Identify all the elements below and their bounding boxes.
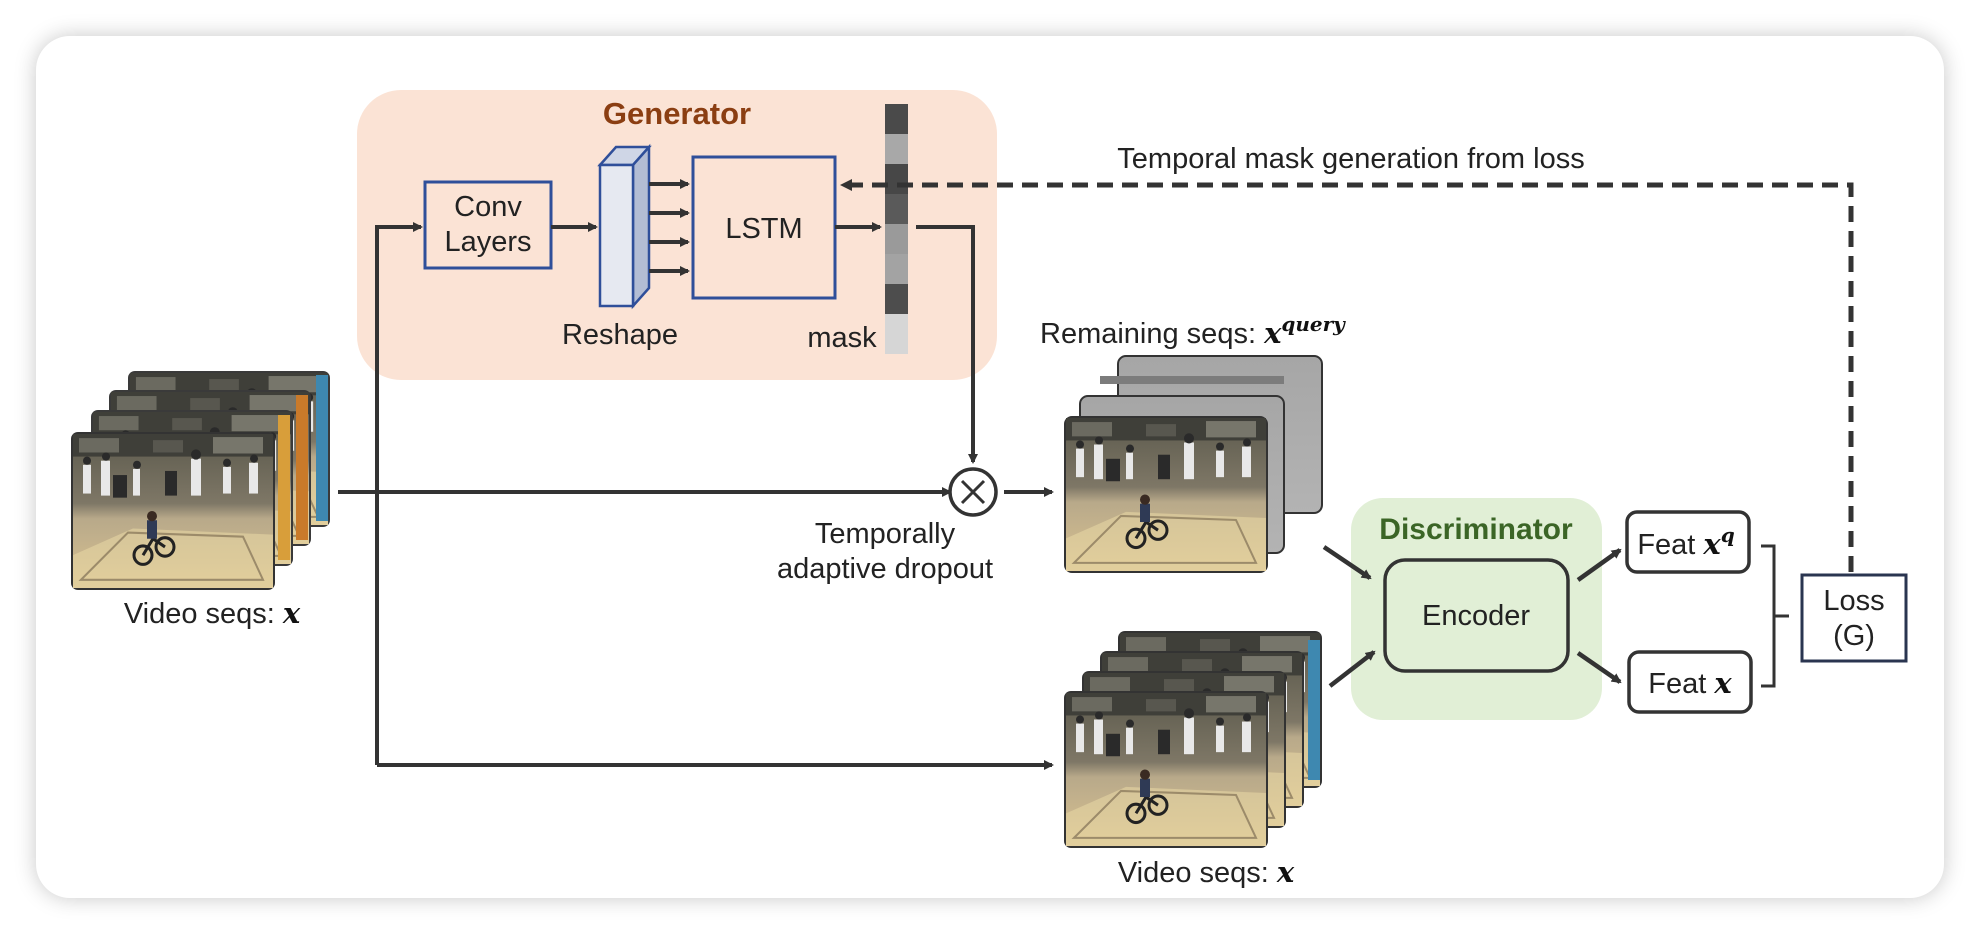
- feat-xq-label: Feat xq: [1637, 523, 1734, 561]
- encoder-label: Encoder: [1422, 600, 1530, 632]
- conv-label: Conv: [454, 191, 522, 223]
- video-input-caption: Video seqs: x: [124, 596, 301, 630]
- reshape-block: [597, 143, 652, 310]
- dropout-label-line2: adaptive dropout: [777, 553, 993, 585]
- generator-title: Generator: [603, 96, 751, 131]
- remaining-to-encoder-arrow: [1322, 545, 1372, 580]
- input-to-generator-arrow: [375, 222, 423, 765]
- feature-brace: [1761, 544, 1789, 688]
- mask-to-dropout-arrow: [916, 225, 978, 464]
- feedback-dashed-arrow: [840, 179, 1854, 572]
- input-video-stack: [71, 371, 330, 590]
- lstm-box[interactable]: LSTM: [691, 155, 837, 300]
- loss-label: Loss: [1823, 585, 1884, 617]
- lstm-label: LSTM: [725, 213, 802, 245]
- multiply-node: [948, 467, 998, 517]
- encoder-to-featq-arrow: [1576, 548, 1622, 582]
- lower-video-stack: [1064, 631, 1322, 848]
- mask-vector: [885, 104, 908, 354]
- encoder-box[interactable]: Encoder: [1383, 558, 1570, 673]
- feedback-label: Temporal mask generation from loss: [1117, 143, 1584, 175]
- generator-block: Generator Conv Layers Reshape LSTM: [357, 90, 997, 380]
- encoder-to-featx-arrow: [1576, 651, 1622, 684]
- mask-label: mask: [807, 322, 877, 354]
- remaining-caption: Remaining seqs: xquery: [1040, 312, 1346, 350]
- loss-box[interactable]: Loss (G): [1800, 573, 1908, 663]
- video-to-encoder-arrow: [1328, 650, 1376, 688]
- feat-x-box[interactable]: Feat x: [1627, 650, 1753, 714]
- layers-label: Layers: [444, 226, 531, 258]
- dropout-label-line1: Temporally: [815, 518, 956, 550]
- feat-x-label: Feat x: [1648, 666, 1732, 700]
- reshape-label: Reshape: [562, 319, 678, 351]
- discriminator-title: Discriminator: [1379, 513, 1573, 546]
- conv-layers-box[interactable]: Conv Layers: [423, 180, 553, 270]
- loss-sub-label: (G): [1833, 620, 1875, 652]
- video-lower-caption: Video seqs: x: [1118, 855, 1295, 889]
- feat-xq-box[interactable]: Feat xq: [1625, 510, 1751, 574]
- reshape-to-lstm-arrows: [649, 179, 690, 276]
- discriminator-block: Discriminator Encoder: [1351, 498, 1602, 720]
- remaining-video-stack: [1064, 355, 1323, 573]
